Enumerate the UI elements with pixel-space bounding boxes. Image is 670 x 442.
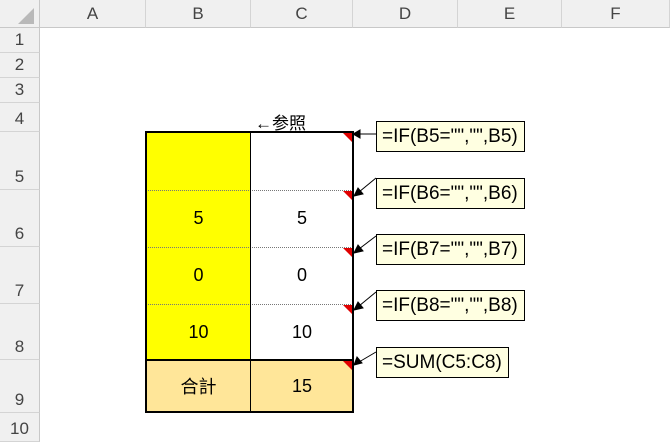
reference-label: ←参照 (255, 114, 306, 133)
comment-note-c8[interactable]: =IF(B8="","",B8) (376, 290, 525, 321)
row-header-3[interactable]: 3 (0, 78, 40, 103)
cell-b8[interactable]: 10 (188, 321, 209, 342)
input-range-fill (146, 132, 251, 360)
table-border-right (352, 131, 354, 413)
row-header-8[interactable]: 8 (0, 304, 40, 360)
row-header-4[interactable]: 4 (0, 103, 40, 132)
cell-c8[interactable]: 10 (291, 321, 313, 342)
table-border-total (145, 359, 354, 361)
column-header-d[interactable]: D (353, 0, 458, 28)
select-all-triangle-icon (18, 8, 34, 24)
comment-note-c6[interactable]: =IF(B6="","",B6) (376, 178, 525, 209)
row-header-9[interactable]: 9 (0, 360, 40, 413)
table-border-bottom (145, 411, 354, 413)
comment-note-c5[interactable]: =IF(B5="","",B5) (376, 121, 525, 152)
cell-c7[interactable]: 0 (296, 265, 307, 285)
comment-marker-icon[interactable] (343, 305, 352, 314)
row-header-7[interactable]: 7 (0, 247, 40, 304)
comment-marker-icon[interactable] (343, 361, 352, 370)
row-divider-5-6 (146, 190, 353, 191)
cell-c6[interactable]: 5 (296, 208, 307, 228)
cell-c9-total-value[interactable]: 15 (251, 360, 353, 412)
comment-note-c9[interactable]: =SUM(C5:C8) (376, 347, 509, 378)
column-header-c[interactable]: C (251, 0, 353, 28)
table-border-top (145, 131, 354, 133)
cell-b6[interactable]: 5 (193, 208, 204, 228)
comment-marker-icon[interactable] (343, 248, 352, 257)
comment-marker-icon[interactable] (343, 191, 352, 200)
cell-b7[interactable]: 0 (193, 265, 204, 285)
row-header-2[interactable]: 2 (0, 53, 40, 78)
comment-note-c7[interactable]: =IF(B7="","",B7) (376, 234, 525, 265)
column-header-e[interactable]: E (458, 0, 562, 28)
table-border-left (145, 131, 147, 413)
table-border-middle (250, 131, 251, 413)
column-header-b[interactable]: B (146, 0, 251, 28)
row-header-10[interactable]: 10 (0, 413, 40, 442)
row-header-6[interactable]: 6 (0, 190, 40, 247)
comment-marker-icon[interactable] (343, 133, 352, 142)
cell-b9-total-label[interactable]: 合計 (146, 360, 251, 412)
column-header-f[interactable]: F (562, 0, 670, 28)
row-divider-6-7 (146, 247, 353, 248)
row-divider-7-8 (146, 304, 353, 305)
row-header-5[interactable]: 5 (0, 132, 40, 190)
column-header-a[interactable]: A (40, 0, 146, 28)
row-header-1[interactable]: 1 (0, 28, 40, 53)
